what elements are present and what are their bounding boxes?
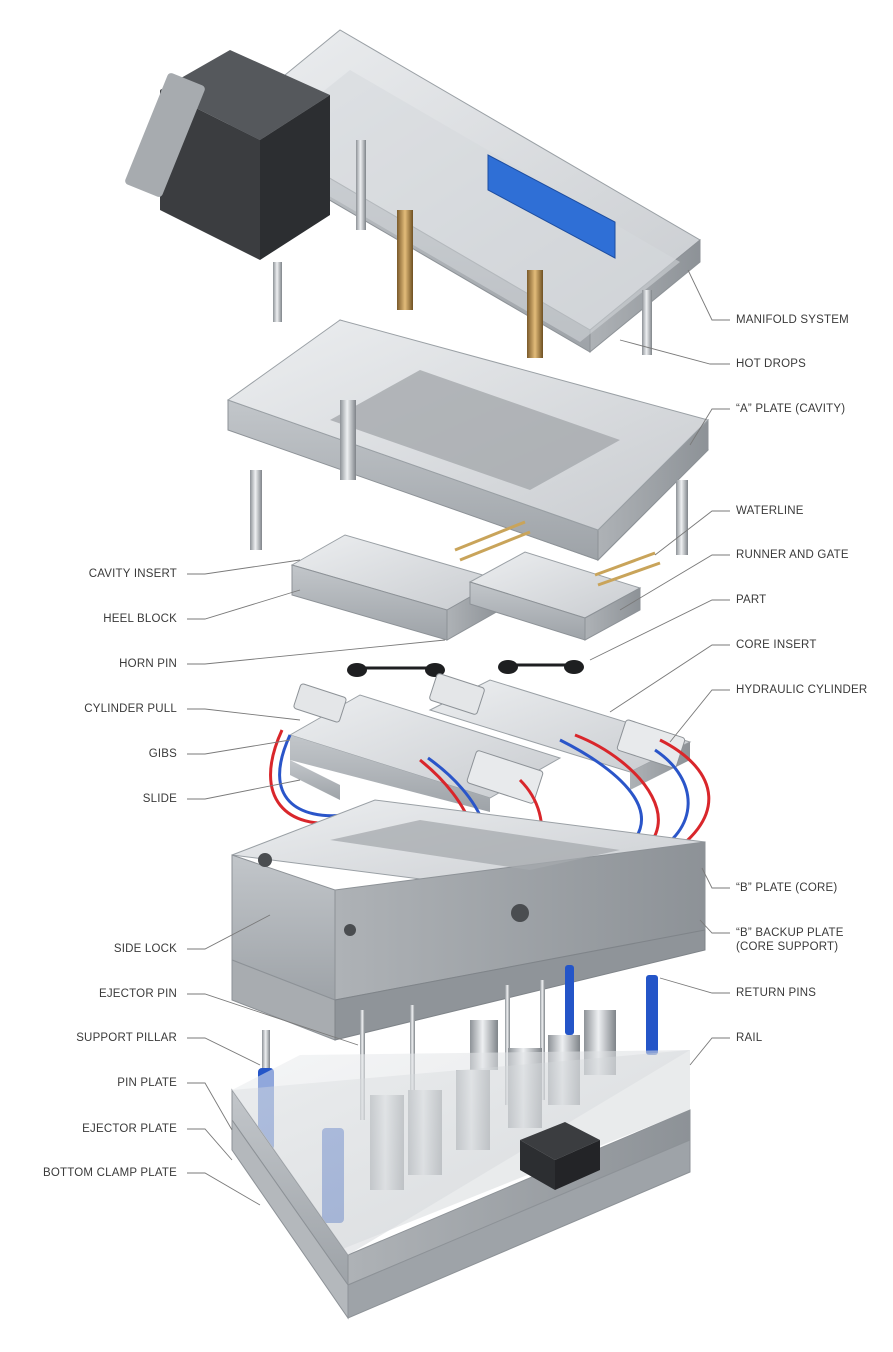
blue-panel: [487, 154, 616, 259]
label-bottom-clamp-plate: BOTTOM CLAMP PLATE: [43, 1167, 177, 1179]
label-gibs: GIBS: [148, 748, 177, 760]
label-waterline: WATERLINE: [736, 505, 804, 517]
label-ejector-pin: EJECTOR PIN: [98, 988, 177, 1000]
guide-pins-upper: [273, 140, 652, 355]
waterline-part: [454, 520, 661, 587]
label-runner-and-gate: RUNNER AND GATE: [736, 549, 849, 561]
label-ejector-plate: EJECTOR PLATE: [82, 1123, 177, 1135]
label-part: PART: [736, 594, 767, 606]
label-pin-plate: PIN PLATE: [117, 1077, 177, 1089]
hot-drops-part: [397, 210, 543, 358]
label-return-pins: RETURN PINS: [736, 987, 817, 999]
label-hot-drops: HOT DROPS: [736, 358, 806, 370]
label-rail: RAIL: [736, 1032, 763, 1044]
bottom-clamp-plate-part: [231, 1050, 691, 1320]
label-core-support: (CORE SUPPORT): [736, 941, 839, 953]
label-cavity-insert: CAVITY INSERT: [88, 568, 177, 580]
core-insert-part: [288, 673, 692, 812]
hydraulic-cylinder-icon: [466, 750, 544, 804]
label-support-pillar: SUPPORT PILLAR: [76, 1032, 177, 1044]
label-a-plate: “A” PLATE (CAVITY): [736, 403, 846, 415]
part-molded: [347, 660, 584, 677]
label-b-plate: “B” PLATE (CORE): [736, 882, 838, 894]
label-hydraulic-cylinder: HYDRAULIC CYLINDER: [736, 684, 868, 696]
label-manifold-system: MANIFOLD SYSTEM: [736, 314, 849, 326]
label-horn-pin: HORN PIN: [119, 658, 177, 670]
label-core-insert: CORE INSERT: [736, 639, 817, 651]
label-slide: SLIDE: [142, 793, 177, 805]
label-b-backup-plate: “B” BACKUP PLATE: [736, 927, 844, 939]
connector-icon: [125, 73, 205, 197]
label-heel-block: HEEL BLOCK: [103, 613, 177, 625]
cavity-insert-part: [290, 534, 642, 641]
label-side-lock: SIDE LOCK: [113, 943, 177, 955]
leader-lines: [187, 269, 730, 1206]
label-cylinder-pull: CYLINDER PULL: [84, 703, 177, 715]
a-plate-part: [226, 319, 709, 562]
b-plate-part: [231, 799, 706, 1041]
